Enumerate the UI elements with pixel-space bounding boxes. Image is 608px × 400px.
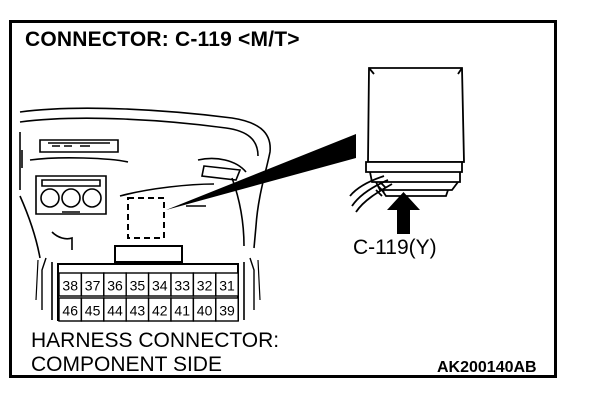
pin-number: 31 (219, 278, 235, 294)
pin-number: 37 (85, 278, 101, 294)
connector-arrow (387, 192, 420, 234)
caption-line-2: COMPONENT SIDE (31, 353, 222, 376)
harness-connector-face: 38 37 36 35 34 33 32 31 46 45 44 43 42 41 40 39 (35, 245, 261, 322)
pin-number: 40 (197, 303, 213, 319)
pin-number: 36 (107, 278, 123, 294)
leader-wedge (166, 134, 356, 210)
component-label: C-119(Y) (353, 236, 437, 259)
connector-location-marker (127, 197, 165, 239)
pin-number: 42 (152, 303, 168, 319)
ecu-unit-illustration (349, 67, 465, 213)
pin-number: 46 (62, 303, 78, 319)
pin-number: 35 (130, 278, 146, 294)
diagram-title: CONNECTOR: C-119 <M/T> (25, 28, 300, 51)
pin-number: 45 (85, 303, 101, 319)
pin-number: 33 (174, 278, 190, 294)
pin-cell (215, 297, 239, 322)
pin-number: 44 (107, 303, 123, 319)
pin-number: 32 (197, 278, 213, 294)
pin-cell (215, 272, 239, 297)
figure-id: AK200140AB (437, 359, 537, 376)
caption-line-1: HARNESS CONNECTOR: (31, 329, 280, 352)
pin-number: 38 (62, 278, 78, 294)
pin-number: 43 (130, 303, 146, 319)
pin-number: 41 (174, 303, 190, 319)
pin-number: 39 (219, 303, 235, 319)
dashboard-illustration (19, 107, 271, 259)
pin-number: 34 (152, 278, 168, 294)
